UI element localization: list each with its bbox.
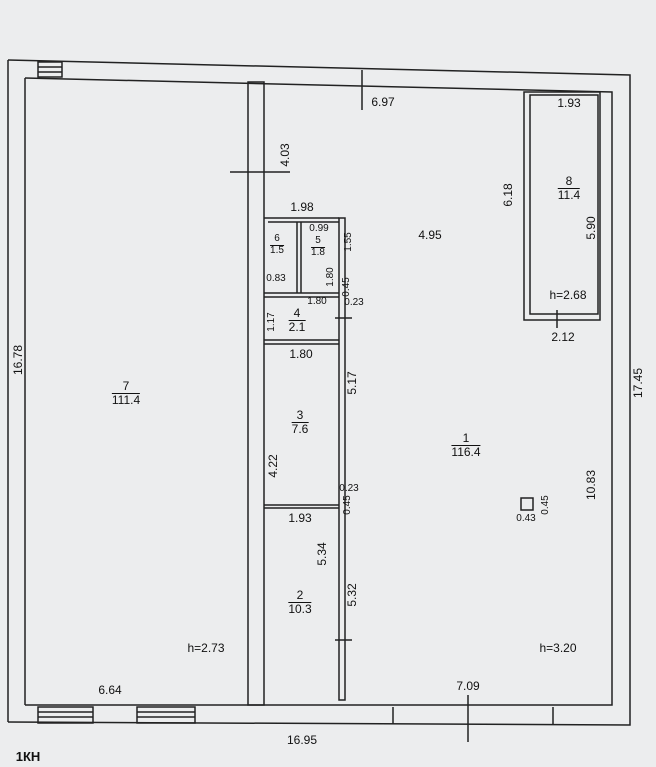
dim-label: 1.80: [307, 296, 327, 307]
dim-label: 0.45: [342, 495, 353, 515]
sheet-label: 1КН: [15, 749, 41, 764]
dim-label: 6.18: [501, 183, 515, 207]
room-number: 4: [288, 307, 306, 321]
dim-label: 0.43: [516, 513, 536, 524]
dim-label: 6.97: [371, 95, 395, 109]
dim-label: 0.83: [266, 273, 286, 284]
room-number: 8: [557, 175, 581, 189]
dim-label: 1.80: [289, 347, 313, 361]
room-area: 11.4: [557, 188, 581, 202]
dim-label: 17.45: [631, 367, 645, 399]
dim-label: 1.55: [343, 232, 354, 252]
room-area: 1.5: [270, 245, 284, 256]
room-area: 111.4: [111, 393, 141, 407]
dim-label: 4.22: [266, 454, 280, 478]
dim-label: 0.99: [309, 223, 329, 234]
dim-label: 5.34: [315, 542, 329, 566]
dim-label: 1.98: [290, 200, 314, 214]
dim-label: 5.90: [584, 216, 598, 240]
dim-label: 16.95: [286, 733, 318, 747]
room-number: 7: [111, 380, 141, 394]
dim-label: 5.17: [345, 371, 359, 395]
height-room-7: h=2.73: [187, 641, 225, 655]
dim-label: 6.64: [98, 683, 122, 697]
room-number: 6: [270, 234, 284, 246]
room-area: 2.1: [288, 320, 306, 334]
room-number: 5: [311, 236, 325, 248]
dim-label: 1.80: [325, 267, 336, 287]
dim-label: 5.32: [345, 583, 359, 607]
room-area: 7.6: [291, 422, 309, 436]
dim-label: 16.78: [11, 344, 25, 376]
room-area: 1.8: [311, 247, 325, 258]
room-area: 116.4: [451, 445, 481, 459]
dim-label: 4.95: [418, 228, 442, 242]
room-number: 2: [288, 589, 312, 603]
dim-label: 10.83: [584, 469, 598, 501]
dim-label: 0.45: [540, 495, 551, 515]
dim-label: 0.23: [339, 483, 359, 494]
height-room-1: h=3.20: [539, 641, 577, 655]
height-room-8: h=2.68: [549, 288, 587, 302]
room-number: 3: [291, 409, 309, 423]
dim-label: 4.03: [278, 143, 292, 167]
dim-label: 7.09: [456, 679, 480, 693]
room-number: 1: [451, 432, 481, 446]
dim-label: 0.45: [341, 277, 352, 297]
dim-label: 2.12: [551, 330, 575, 344]
dim-label: 1.17: [266, 312, 277, 332]
dim-label: 1.93: [288, 511, 312, 525]
dim-label: 0.23: [344, 297, 364, 308]
room-area: 10.3: [288, 602, 312, 616]
dim-label: 1.93: [557, 96, 581, 110]
